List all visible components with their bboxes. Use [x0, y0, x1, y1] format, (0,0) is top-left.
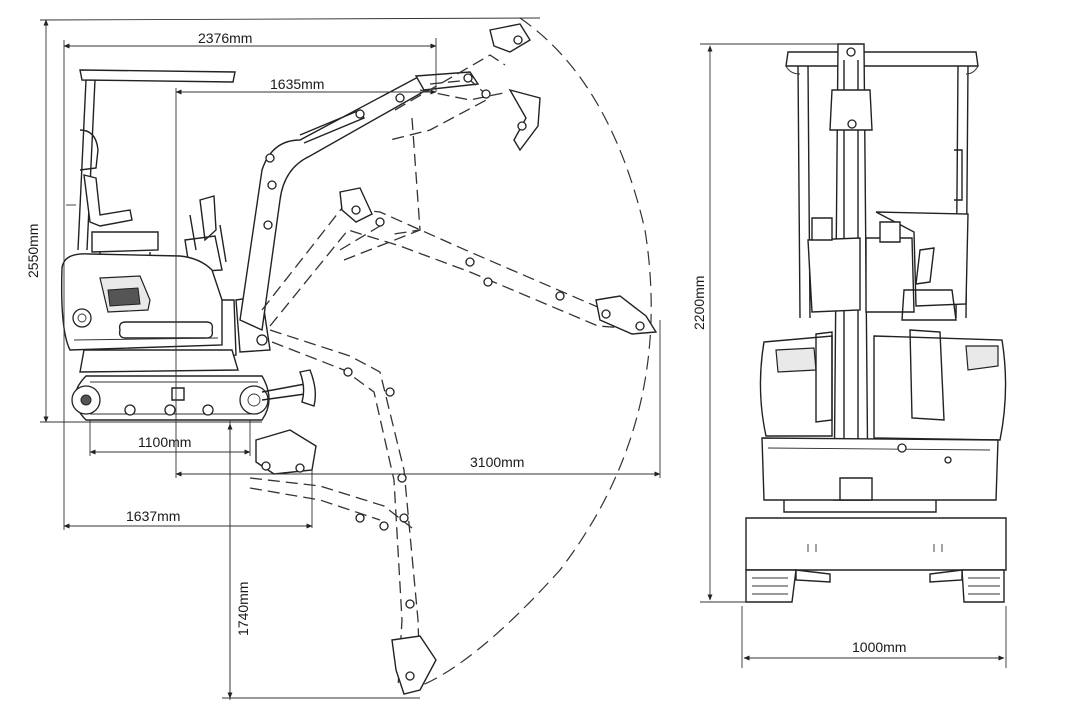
dim-label-tail-length: 1637mm [126, 508, 180, 524]
canopy [66, 69, 236, 251]
front-view [745, 43, 1007, 603]
dim-label-max-reach: 3100mm [470, 454, 524, 470]
dim-label-track-length: 1100mm [138, 434, 191, 450]
arm-position-max-depth [269, 329, 437, 695]
arm-position-tucked [249, 429, 413, 531]
dim-label-dig-depth: 1740mm [235, 582, 251, 636]
dozer-blade [261, 369, 317, 407]
dim-label-overall-height-front: 2200mm [691, 276, 707, 330]
boom-position-max-height [239, 71, 480, 332]
front-dimension-lines [700, 43, 1007, 668]
side-track [71, 375, 270, 421]
dim-label-overall-length: 2376mm [198, 30, 252, 46]
upper-body [60, 253, 237, 359]
side-view [60, 17, 658, 695]
swing-frame [79, 349, 239, 373]
dim-label-track-width: 1000mm [852, 639, 906, 655]
side-dimension-lines [39, 17, 661, 700]
dim-label-cab-to-pivot: 1635mm [270, 76, 324, 92]
operator-seat [83, 174, 159, 262]
arm-position-max-reach [261, 187, 658, 335]
reach-arc [409, 17, 652, 691]
dim-label-overall-height-side: 2550mm [25, 224, 41, 278]
arm-position-max-height [389, 23, 541, 235]
